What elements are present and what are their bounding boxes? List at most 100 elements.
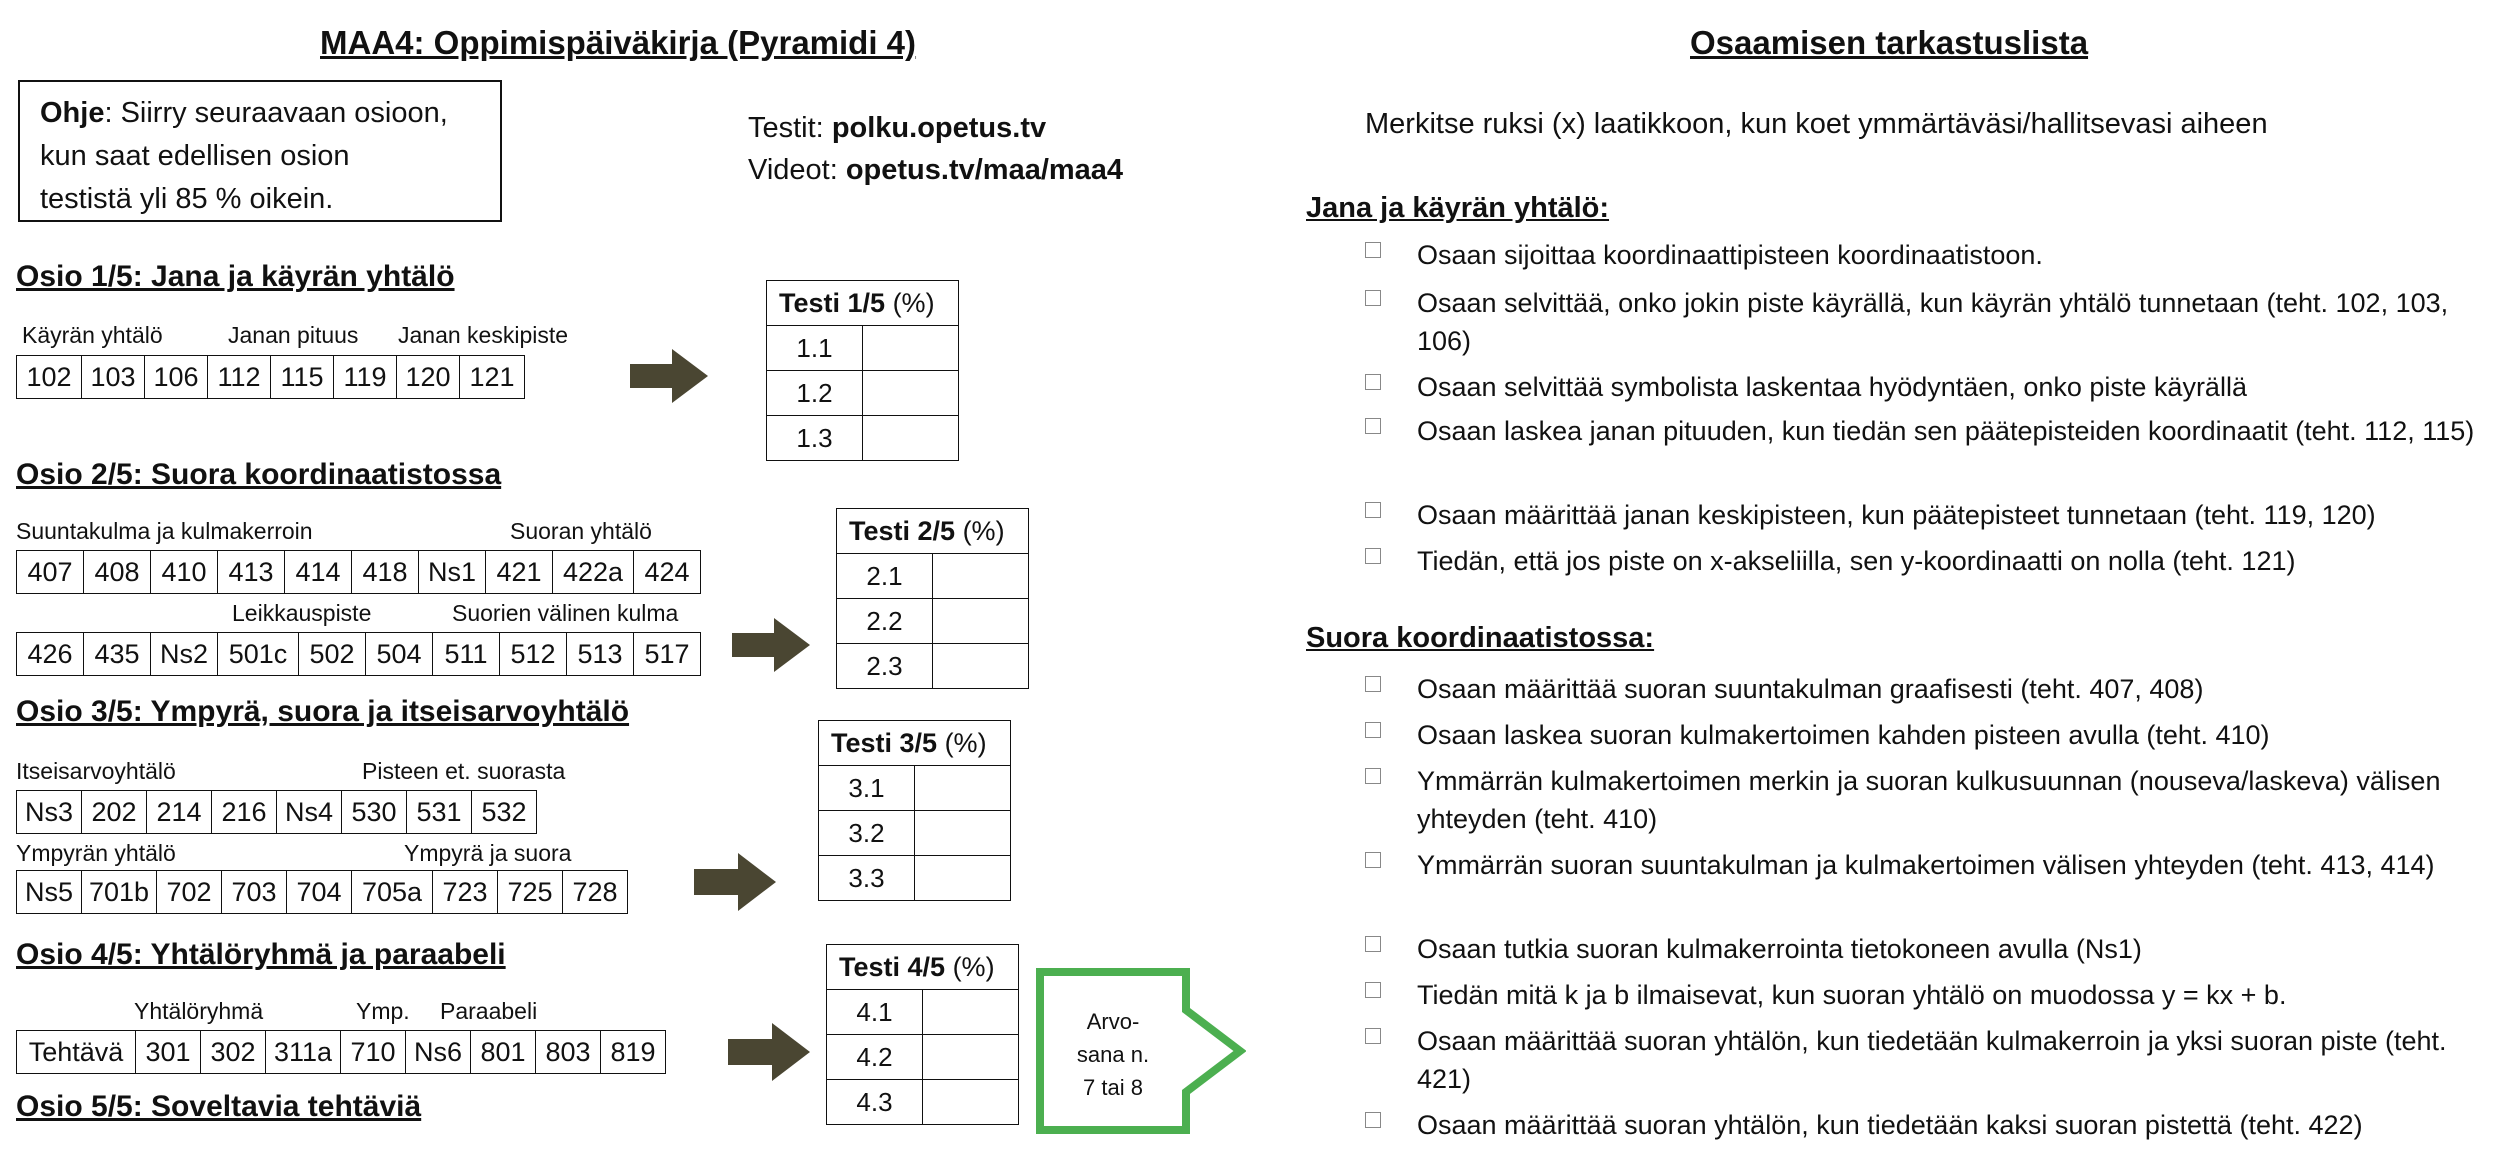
checkbox[interactable] bbox=[1365, 982, 1381, 998]
exercise-cell[interactable]: 102 bbox=[16, 355, 82, 399]
checklist-item-text: Osaan selvittää, onko jokin piste käyräl… bbox=[1417, 288, 2449, 356]
checkbox[interactable] bbox=[1365, 768, 1381, 784]
exercise-cell[interactable]: 119 bbox=[333, 355, 397, 399]
exercise-cell[interactable]: Ns5 bbox=[16, 870, 82, 914]
checkbox[interactable] bbox=[1365, 418, 1381, 434]
exercise-cell[interactable]: 725 bbox=[497, 870, 563, 914]
exercise-cell[interactable]: 418 bbox=[351, 550, 419, 594]
checkbox[interactable] bbox=[1365, 936, 1381, 952]
exercise-cell[interactable]: Ns4 bbox=[276, 790, 342, 834]
videos-url[interactable]: opetus.tv/maa/maa4 bbox=[845, 154, 1124, 186]
exercise-cell[interactable]: 801 bbox=[470, 1030, 536, 1074]
exercise-cell[interactable]: 214 bbox=[146, 790, 212, 834]
test-score-cell[interactable] bbox=[862, 415, 959, 461]
test-score-cell[interactable] bbox=[914, 765, 1011, 811]
exercise-table-1: 102 103 106 112 115 119 120 121 bbox=[16, 355, 525, 399]
exercise-cell[interactable]: 819 bbox=[600, 1030, 666, 1074]
test-score-cell[interactable] bbox=[922, 989, 1019, 1035]
test-score-cell[interactable] bbox=[932, 553, 1029, 599]
checkbox[interactable] bbox=[1365, 676, 1381, 692]
exercise-cell[interactable]: 701b bbox=[81, 870, 157, 914]
test-score-cell[interactable] bbox=[932, 643, 1029, 689]
exercise-cell[interactable]: 511 bbox=[432, 632, 500, 676]
exercise-cell[interactable]: 502 bbox=[298, 632, 366, 676]
exercise-cell[interactable]: 421 bbox=[485, 550, 553, 594]
exercise-cell[interactable]: 414 bbox=[284, 550, 352, 594]
exercise-cell[interactable]: 513 bbox=[566, 632, 634, 676]
exercise-cell[interactable]: 422a bbox=[552, 550, 634, 594]
exercise-cell[interactable]: 504 bbox=[365, 632, 433, 676]
exercise-cell[interactable]: 728 bbox=[562, 870, 628, 914]
checkbox[interactable] bbox=[1365, 722, 1381, 738]
exercise-cell[interactable]: 703 bbox=[221, 870, 287, 914]
test-item: 1.1 bbox=[766, 325, 863, 371]
exercise-cell[interactable]: 803 bbox=[535, 1030, 601, 1074]
exercise-cell[interactable]: 120 bbox=[396, 355, 460, 399]
exercise-cell[interactable]: 702 bbox=[156, 870, 222, 914]
exercise-cell[interactable]: 705a bbox=[351, 870, 433, 914]
exercise-cell[interactable]: 413 bbox=[217, 550, 285, 594]
exercise-cell[interactable]: 408 bbox=[83, 550, 151, 594]
exercise-cell[interactable]: 531 bbox=[406, 790, 472, 834]
test-score-cell[interactable] bbox=[922, 1034, 1019, 1080]
exercise-cell[interactable]: 410 bbox=[150, 550, 218, 594]
checkbox[interactable] bbox=[1365, 1028, 1381, 1044]
exercise-cell[interactable]: 106 bbox=[144, 355, 208, 399]
exercise-cell[interactable]: 435 bbox=[83, 632, 151, 676]
test-score-cell[interactable] bbox=[862, 325, 959, 371]
note-line1: : Siirry seuraavaan osioon, bbox=[104, 97, 448, 129]
test-score-cell[interactable] bbox=[914, 810, 1011, 856]
exercise-cell[interactable]: 704 bbox=[286, 870, 352, 914]
exercise-cell[interactable]: Ns6 bbox=[405, 1030, 471, 1074]
exercise-cell[interactable]: 517 bbox=[633, 632, 701, 676]
checkbox[interactable] bbox=[1365, 1112, 1381, 1128]
checklist-item-text: Tiedän, että jos piste on x-akseliilla, … bbox=[1417, 546, 2296, 576]
grade-line2: sana n. bbox=[1076, 1042, 1150, 1067]
test-item: 4.1 bbox=[826, 989, 923, 1035]
exercise-cell[interactable]: Ns2 bbox=[150, 632, 218, 676]
exercise-cell[interactable]: Ns1 bbox=[418, 550, 486, 594]
checklist-item-text: Osaan määrittää suoran suuntakulman graa… bbox=[1417, 674, 2204, 704]
label-suoran-yhtalo: Suoran yhtälö bbox=[510, 518, 652, 544]
exercise-cell[interactable]: 407 bbox=[16, 550, 84, 594]
exercise-cell[interactable]: 530 bbox=[341, 790, 407, 834]
test-item: 3.1 bbox=[818, 765, 915, 811]
exercise-cell[interactable]: 723 bbox=[432, 870, 498, 914]
exercise-cell[interactable]: 112 bbox=[207, 355, 271, 399]
exercise-cell[interactable]: 512 bbox=[499, 632, 567, 676]
checkbox[interactable] bbox=[1365, 502, 1381, 518]
label-suuntakulma: Suuntakulma ja kulmakerroin bbox=[16, 518, 313, 544]
exercise-cell[interactable]: 532 bbox=[471, 790, 537, 834]
exercise-cell[interactable]: 426 bbox=[16, 632, 84, 676]
test-score-cell[interactable] bbox=[862, 370, 959, 416]
exercise-cell[interactable]: 501c bbox=[217, 632, 299, 676]
checkbox[interactable] bbox=[1365, 242, 1381, 258]
exercise-cell[interactable]: 115 bbox=[270, 355, 334, 399]
exercise-cell[interactable]: 311a bbox=[265, 1030, 341, 1074]
test-score-cell[interactable] bbox=[932, 598, 1029, 644]
note-line2: kun saat edellisen osion bbox=[40, 140, 350, 172]
exercise-cell[interactable]: 710 bbox=[340, 1030, 406, 1074]
exercise-cell[interactable]: 202 bbox=[81, 790, 147, 834]
exercise-cell[interactable]: 301 bbox=[135, 1030, 201, 1074]
exercise-cell[interactable]: 103 bbox=[81, 355, 145, 399]
exercise-cell[interactable]: Ns3 bbox=[16, 790, 82, 834]
grade-text: Arvo- sana n. 7 tai 8 bbox=[1040, 1005, 1186, 1104]
label-janan-pituus: Janan pituus bbox=[228, 322, 359, 348]
checkbox[interactable] bbox=[1365, 290, 1381, 306]
checklist-item-text: Osaan laskea janan pituuden, kun tiedän … bbox=[1417, 416, 2475, 446]
exercise-cell[interactable]: 424 bbox=[633, 550, 701, 594]
checkbox[interactable] bbox=[1365, 374, 1381, 390]
checkbox[interactable] bbox=[1365, 548, 1381, 564]
exercise-cell[interactable]: Tehtävä bbox=[16, 1030, 136, 1074]
section-4-title: Osio 4/5: Yhtälöryhmä ja paraabeli bbox=[16, 938, 506, 971]
tests-url[interactable]: polku.opetus.tv bbox=[831, 112, 1047, 144]
test-score-cell[interactable] bbox=[922, 1079, 1019, 1125]
label-paraabeli: Paraabeli bbox=[440, 998, 538, 1024]
checklist-title: Osaamisen tarkastuslista bbox=[1690, 24, 2089, 61]
test-score-cell[interactable] bbox=[914, 855, 1011, 901]
exercise-cell[interactable]: 302 bbox=[200, 1030, 266, 1074]
checkbox[interactable] bbox=[1365, 852, 1381, 868]
exercise-cell[interactable]: 121 bbox=[459, 355, 525, 399]
exercise-cell[interactable]: 216 bbox=[211, 790, 277, 834]
